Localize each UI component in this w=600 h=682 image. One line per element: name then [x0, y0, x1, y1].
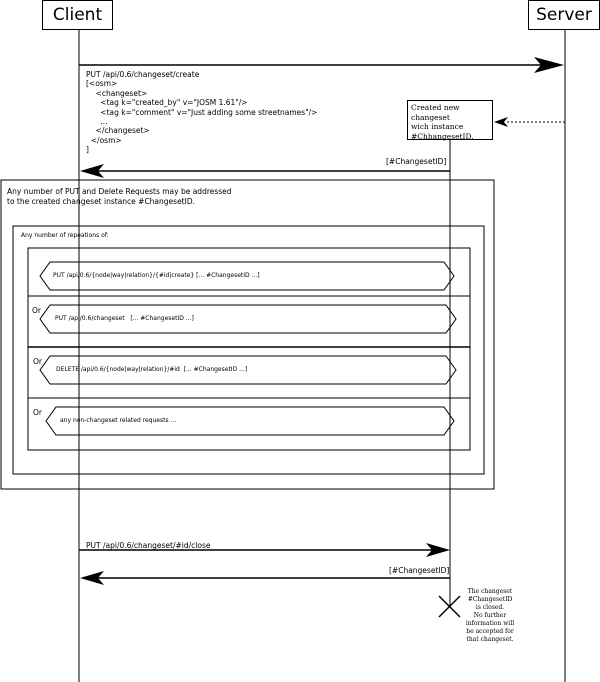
- create-message-line: <changeset>: [86, 88, 148, 98]
- create-message-line: <tag k="comment" v="Just adding some str…: [86, 107, 318, 117]
- outer-loop-frame: [0, 179, 495, 490]
- server-actor: Server: [528, 0, 600, 30]
- alt-or-label-2: Or: [32, 306, 41, 315]
- outer-loop-label-line: to the created changeset instance #Chang…: [7, 197, 195, 206]
- request-shape-4: [45, 406, 455, 436]
- end-note-line: information will: [465, 620, 515, 627]
- create-message-line: [<osm>: [86, 79, 118, 89]
- close-request-arrow: [79, 543, 450, 557]
- destroy-cross-icon: [438, 595, 461, 618]
- alt-request-3: DELETE /api/0.6/{node|way|relation}/#id …: [56, 366, 248, 373]
- create-response-arrow: [80, 164, 450, 178]
- instantiate-arrow: [494, 117, 565, 127]
- create-message-line: ...: [86, 117, 108, 127]
- create-message-line: PUT /api/0.6/changeset/create: [86, 70, 200, 79]
- alt-or-label-3: Or: [33, 357, 42, 366]
- end-note-line: that changeset.: [466, 636, 514, 643]
- request-shape-3: [39, 355, 457, 385]
- note-line: #ChhangesetID.: [411, 131, 474, 141]
- server-actor-label: Server: [536, 5, 592, 25]
- inner-loop-frame: [12, 225, 485, 475]
- end-note-line: is closed.: [475, 604, 505, 611]
- end-note-line: The changeset: [467, 588, 513, 595]
- end-note-line: No further: [473, 612, 507, 619]
- close-response-label: [#ChangesetID]: [389, 566, 450, 575]
- end-note-line: #ChangesetID: [467, 596, 513, 603]
- close-response-arrow: [80, 571, 450, 585]
- create-request-arrow: [79, 57, 564, 73]
- alt-request-1: PUT /api/0.6/{node|way|relation}/{#id|cr…: [53, 272, 260, 279]
- request-shape-2: [39, 304, 457, 334]
- create-message-line: <tag k="created_by" v="JOSM 1.61"/>: [86, 98, 248, 108]
- alt-request-2: PUT /api/0.6/changeset [... #ChangesetID…: [55, 315, 194, 322]
- client-actor-label: Client: [52, 5, 103, 25]
- create-message-line: ]: [86, 145, 89, 155]
- create-message: PUT /api/0.6/changeset/create [<osm> <ch…: [86, 70, 317, 155]
- alt-or-label-4: Or: [33, 408, 42, 417]
- create-message-line: </osm>: [86, 135, 122, 145]
- inner-loop-label: Any number of repeations of:: [21, 232, 109, 239]
- changeset-closed-note: The changeset #ChangesetID is closed. No…: [462, 588, 518, 644]
- close-request-label: PUT /api/0.6/changeset/#id/close: [86, 541, 211, 550]
- create-response-label: [#ChangesetID]: [386, 157, 447, 166]
- changeset-created-note: Created new changeset wich instance #Chh…: [407, 100, 493, 141]
- outer-loop-label: Any number of PUT and Delete Requests ma…: [7, 187, 232, 207]
- outer-loop-label-line: Any number of PUT and Delete Requests ma…: [7, 187, 232, 196]
- note-line: changeset: [411, 112, 450, 122]
- note-line: wich instance: [411, 122, 464, 131]
- alternatives-frame: [27, 247, 471, 451]
- note-line: Created new: [411, 103, 460, 112]
- client-actor: Client: [42, 0, 113, 30]
- create-message-line: </changeset>: [86, 126, 150, 136]
- end-note-line: be accepted for: [466, 628, 514, 635]
- request-shape-1: [39, 261, 455, 291]
- alt-request-4: any non-changeset related requests ...: [60, 417, 177, 424]
